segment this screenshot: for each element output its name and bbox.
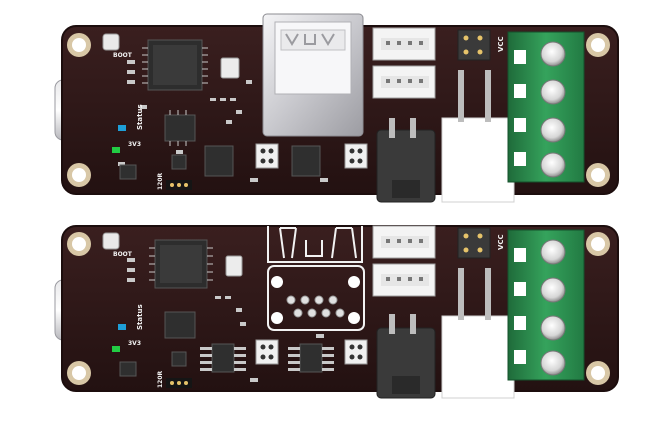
power-connector (376, 118, 436, 203)
pin-header-2 (344, 143, 368, 169)
isolator-chip-2 (288, 343, 334, 373)
mounting-holes (67, 33, 610, 187)
jst-connector-1 (372, 225, 436, 259)
power-connector (376, 314, 436, 399)
board-bottom: BOOT Status 3V3 120R (54, 225, 619, 399)
regulator (119, 164, 137, 180)
status-led (118, 125, 126, 131)
power-led (112, 147, 120, 153)
jst-connector-2 (372, 263, 436, 297)
crystal (225, 255, 243, 277)
termination-jumper: 120R (157, 172, 192, 190)
isolator-chip-1 (204, 145, 234, 177)
standoffs (458, 70, 491, 122)
status-label: Status (136, 304, 144, 330)
boot-button: BOOT (102, 232, 133, 258)
crystal (220, 57, 240, 79)
v33-label: 3V3 (128, 141, 141, 148)
smd-components (127, 258, 324, 382)
termination-jumper: 120R (157, 370, 192, 388)
inductor (171, 154, 187, 170)
rj45-footprint (267, 226, 365, 331)
vcc-label: VCC (497, 234, 505, 250)
terminal-block (507, 31, 585, 183)
mounting-holes (67, 232, 610, 385)
smd-components (118, 60, 328, 182)
r120-label: 120R (157, 370, 164, 388)
transceiver-chip (164, 311, 196, 339)
regulator (119, 361, 137, 377)
terminal-block (507, 229, 585, 381)
inductor (171, 351, 187, 367)
vcc-label: VCC (497, 36, 505, 52)
mcu-chip (149, 239, 213, 289)
isolator-chip-2 (291, 145, 321, 177)
pin-header-1 (255, 143, 279, 169)
jst-connector-2 (372, 65, 436, 99)
relay-block (441, 315, 515, 399)
vcc-header: VCC (457, 29, 505, 61)
r120-label: 120R (157, 172, 164, 190)
transceiver-chip (164, 110, 196, 146)
boot-button: BOOT (102, 33, 133, 59)
pin-header-1 (255, 339, 279, 365)
boot-label: BOOT (113, 52, 133, 59)
status-led (118, 324, 126, 330)
board-top: BOOT Status (54, 13, 619, 203)
mcu-chip (142, 39, 208, 91)
power-led (112, 346, 120, 352)
usb-a-port (262, 13, 364, 137)
isolator-chip-1 (200, 343, 246, 373)
v33-label: 3V3 (128, 340, 141, 347)
relay-block (441, 117, 515, 203)
standoffs (458, 268, 491, 320)
vcc-header: VCC (457, 227, 505, 259)
boot-label: BOOT (113, 251, 133, 258)
pin-header-2 (344, 339, 368, 365)
status-label: Status (136, 104, 144, 130)
jst-connector-1 (372, 27, 436, 61)
